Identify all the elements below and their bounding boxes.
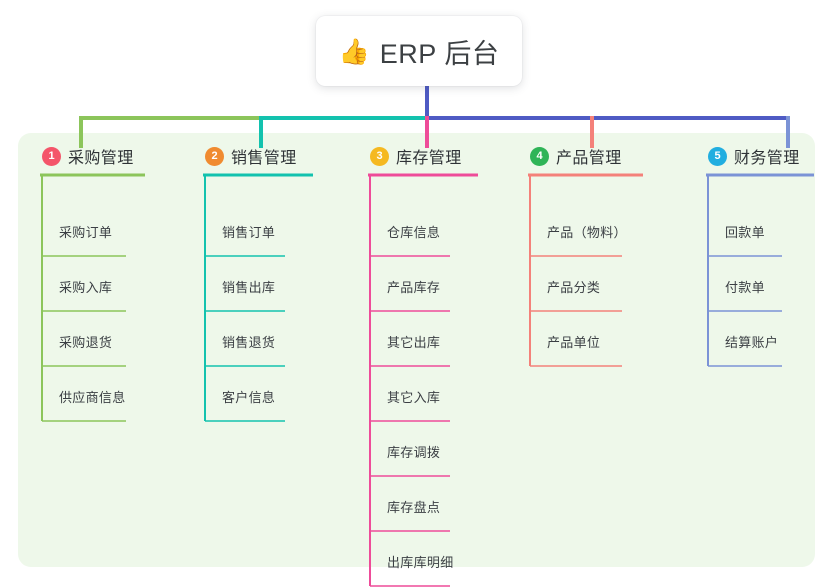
branch-column-4: 4 产品管理产品（物料） 产品分类产品单位 (528, 144, 627, 359)
branch-title-3: 库存管理 (396, 150, 462, 167)
branch-title-4: 产品管理 (556, 150, 622, 167)
leaf-item-label: 产品分类 (547, 280, 601, 295)
branch-badge-1: 1 (42, 146, 61, 166)
root-title: ERP 后台 (379, 38, 500, 69)
branch-badge-4: 4 (530, 146, 549, 166)
leaf-item[interactable]: 采购订单 (40, 194, 134, 249)
branch-badge-3: 3 (370, 146, 389, 166)
leaf-item[interactable]: 出库库明细 (368, 524, 462, 579)
leaf-item[interactable]: 客户信息 (203, 359, 297, 414)
leaf-item[interactable]: 库存调拨 (368, 414, 462, 469)
leaf-item[interactable]: 产品单位 (528, 304, 622, 359)
branches-panel (18, 133, 815, 567)
root-node-content: 👍 ERP 后台 (339, 32, 500, 71)
branch-title-2: 销售管理 (231, 150, 297, 167)
leaf-item[interactable]: 付款单 (706, 249, 800, 304)
leaf-item-label: 库存调拨 (387, 445, 441, 460)
leaf-list-5: 回款单付款单结算账户 (706, 194, 800, 359)
leaf-item-label: 采购订单 (59, 225, 113, 240)
branch-header-2[interactable]: 2 销售管理 (203, 144, 297, 168)
root-node[interactable]: 👍 ERP 后台 (316, 16, 522, 86)
leaf-item-label: 其它入库 (387, 390, 441, 405)
branch-header-3[interactable]: 3 库存管理 (368, 144, 462, 168)
leaf-item[interactable]: 库存盘点 (368, 469, 462, 524)
leaf-item[interactable]: 其它出库 (368, 304, 462, 359)
leaf-item-label: 付款单 (725, 280, 765, 295)
leaf-item[interactable]: 采购退货 (40, 304, 134, 359)
leaf-item-label: 库存盘点 (387, 500, 441, 515)
leaf-item[interactable]: 仓库信息 (368, 194, 462, 249)
leaf-item-label: 其它出库 (387, 335, 441, 350)
leaf-item-label: 供应商信息 (59, 390, 126, 405)
leaf-list-1: 采购订单采购入库采购退货供应商信息 (40, 194, 134, 414)
branch-badge-5: 5 (708, 146, 727, 166)
leaf-item[interactable]: 销售出库 (203, 249, 297, 304)
branch-header-4[interactable]: 4 产品管理 (528, 144, 622, 168)
leaf-item[interactable]: 供应商信息 (40, 359, 134, 414)
leaf-item-label: 产品（物料） (547, 225, 627, 240)
branch-title-5: 财务管理 (734, 150, 800, 167)
branch-header-5[interactable]: 5 财务管理 (706, 144, 800, 168)
leaf-item[interactable]: 产品库存 (368, 249, 462, 304)
leaf-item-label: 销售出库 (222, 280, 276, 295)
leaf-item[interactable]: 产品（物料） (528, 194, 627, 249)
leaf-item-label: 客户信息 (222, 390, 276, 405)
leaf-list-2: 销售订单销售出库销售退货客户信息 (203, 194, 297, 414)
leaf-list-3: 仓库信息产品库存其它出库其它入库库存调拨库存盘点出库库明细 (368, 194, 462, 579)
leaf-item[interactable]: 产品分类 (528, 249, 622, 304)
leaf-item-label: 销售退货 (222, 335, 276, 350)
leaf-item-label: 采购入库 (59, 280, 113, 295)
branch-column-5: 5 财务管理回款单付款单结算账户 (706, 144, 800, 359)
branch-badge-2: 2 (205, 146, 224, 166)
branch-column-2: 2 销售管理销售订单销售出库销售退货客户信息 (203, 144, 297, 414)
leaf-item[interactable]: 回款单 (706, 194, 800, 249)
leaf-item-label: 采购退货 (59, 335, 113, 350)
leaf-item-label: 出库库明细 (387, 555, 454, 570)
branch-column-3: 3 库存管理仓库信息产品库存其它出库其它入库库存调拨库存盘点出库库明细 (368, 144, 462, 579)
thumbs-up-icon: 👍 (338, 36, 370, 66)
leaf-list-4: 产品（物料） 产品分类产品单位 (528, 194, 627, 359)
leaf-item[interactable]: 销售退货 (203, 304, 297, 359)
leaf-item[interactable]: 其它入库 (368, 359, 462, 414)
leaf-item-label: 回款单 (725, 225, 765, 240)
branch-title-1: 采购管理 (68, 150, 134, 167)
leaf-item-label: 销售订单 (222, 225, 276, 240)
branch-header-1[interactable]: 1 采购管理 (40, 144, 134, 168)
leaf-item[interactable]: 采购入库 (40, 249, 134, 304)
leaf-item-label: 产品库存 (387, 280, 441, 295)
leaf-item-label: 结算账户 (725, 335, 779, 350)
leaf-item[interactable]: 销售订单 (203, 194, 297, 249)
leaf-item-label: 产品单位 (547, 335, 601, 350)
leaf-item[interactable]: 结算账户 (706, 304, 800, 359)
leaf-item-label: 仓库信息 (387, 225, 441, 240)
branch-column-1: 1 采购管理采购订单采购入库采购退货供应商信息 (40, 144, 134, 414)
